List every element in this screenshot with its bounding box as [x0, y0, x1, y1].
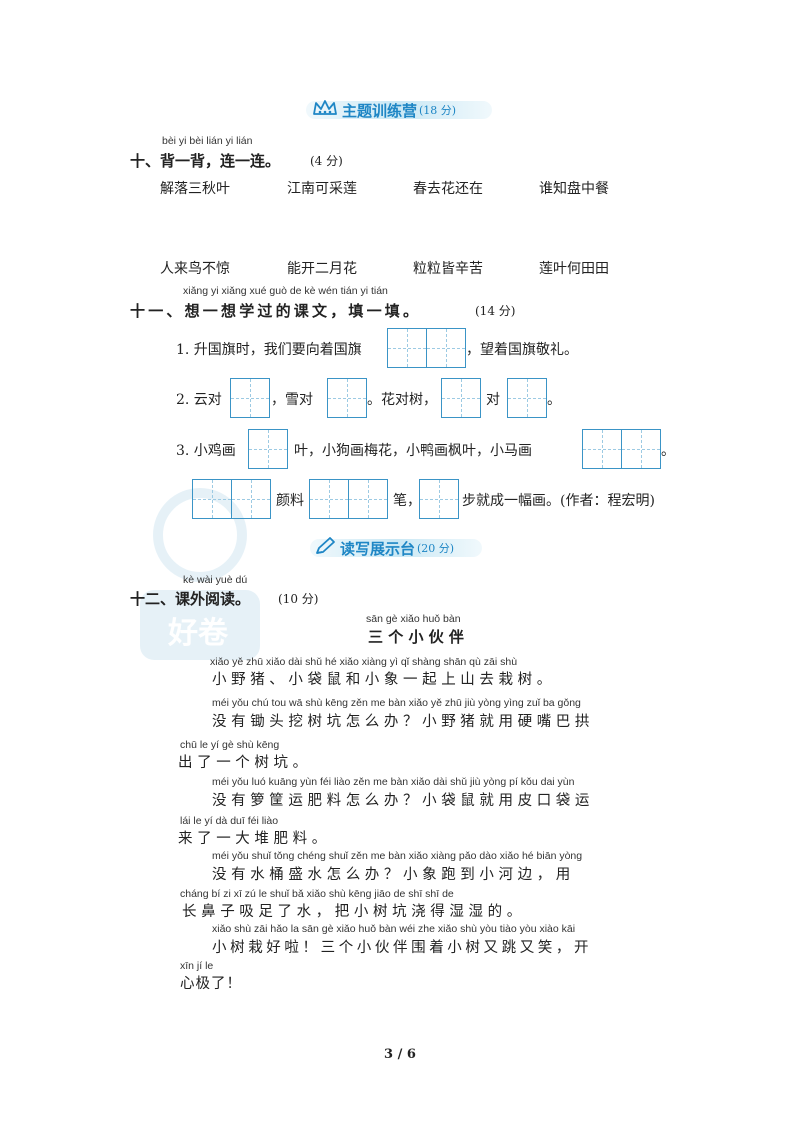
crown-icon	[312, 98, 338, 122]
fill-prompt-text: 步就成一幅画。(作者：程宏明)	[462, 493, 655, 509]
answer-grid-1[interactable]	[327, 378, 367, 418]
story-title: 三 个 小 伙 伴	[368, 628, 464, 646]
fill-prompt-text: 2. 云对	[176, 392, 222, 408]
answer-grid-2[interactable]	[309, 479, 388, 519]
question-pinyin: bèi yi bèi lián yi lián	[162, 135, 253, 147]
question-pinyin: xiǎng yi xiǎng xué guò de kè wén tián yi…	[183, 285, 388, 297]
story-text-line: 小野猪、小袋鼠和小象一起上山去栽树。	[212, 672, 556, 688]
answer-grid-1[interactable]	[441, 378, 481, 418]
answer-grid-1[interactable]	[230, 378, 270, 418]
story-pinyin-line: méi yǒu shuǐ tǒng chéng shuǐ zěn me bàn …	[212, 850, 583, 862]
poem-line-item[interactable]: 春去花还在	[413, 181, 483, 197]
answer-grid-1[interactable]	[248, 429, 288, 469]
question-title: 十二、课外阅读。	[130, 590, 251, 608]
story-pinyin-line: xiǎo yě zhū xiǎo dài shǔ hé xiǎo xiàng y…	[210, 656, 518, 668]
answer-grid-2[interactable]	[192, 479, 271, 519]
poem-line-item[interactable]: 谁知盘中餐	[539, 181, 609, 197]
watermark-text: 好卷	[168, 616, 228, 651]
story-text-line: 没有箩筐运肥料怎么办？小袋鼠就用皮口袋运	[212, 793, 594, 809]
fill-prompt-text: 对	[486, 392, 500, 408]
fill-prompt-text: 笔，	[393, 493, 421, 509]
page-number: 3 / 6	[384, 1047, 416, 1062]
fill-prompt-text: ，望着国旗敬礼。	[466, 342, 578, 358]
story-text-line: 出了一个树坑。	[178, 755, 312, 771]
story-pinyin-line: xīn jí le	[180, 960, 214, 972]
story-text-line: 来了一大堆肥料。	[178, 831, 331, 847]
poem-line-item[interactable]: 江南可采莲	[287, 181, 357, 197]
story-text-line: 长鼻子吸足了水，把小树坑浇得湿湿的。	[182, 904, 526, 920]
question-score: (10 分)	[278, 592, 319, 606]
story-pinyin-line: chū le yí gè shù kēng	[180, 739, 280, 751]
question-score: (4 分)	[310, 154, 343, 168]
story-text-line: 没有锄头挖树坑怎么办？小野猪就用硬嘴巴拱	[212, 714, 594, 730]
fill-prompt-text: 。	[547, 392, 561, 408]
banner-score: (18 分)	[419, 104, 457, 117]
pencil-icon	[314, 536, 336, 560]
banner-title: 读写展示台	[340, 539, 416, 558]
answer-grid-1[interactable]	[419, 479, 459, 519]
story-title-pinyin: sān gè xiǎo huǒ bàn	[366, 613, 461, 625]
section-banner-theme: 主题训练营 (18 分)	[306, 97, 492, 123]
fill-prompt-text: 。花对树，	[367, 392, 437, 408]
answer-grid-1[interactable]	[507, 378, 547, 418]
fill-prompt-text: 1. 升国旗时，我们要向着国旗	[176, 342, 362, 358]
story-pinyin-line: cháng bí zi xī zú le shuǐ bǎ xiǎo shù kē…	[180, 888, 454, 900]
fill-prompt-text: 颜料	[276, 493, 304, 509]
poem-line-item[interactable]: 能开二月花	[287, 261, 357, 277]
answer-grid-2[interactable]	[582, 429, 661, 469]
question-pinyin: kè wài yuè dú	[183, 574, 248, 586]
story-text-line: 心极了！	[180, 976, 242, 992]
banner-score: (20 分)	[417, 542, 455, 555]
poem-line-item[interactable]: 解落三秋叶	[160, 181, 230, 197]
poem-line-item[interactable]: 人来鸟不惊	[160, 261, 230, 277]
poem-line-item[interactable]: 莲叶何田田	[539, 261, 609, 277]
banner-title: 主题训练营	[342, 101, 418, 120]
question-title: 十、背一背，连一连。	[130, 152, 281, 170]
watermark-logo: 好卷	[140, 480, 260, 670]
section-banner-reading: 读写展示台 (20 分)	[310, 535, 482, 561]
story-text-line: 小树栽好啦！三个小伙伴围着小树又跳又笑，开	[212, 940, 593, 956]
fill-prompt-text: 3. 小鸡画	[176, 443, 236, 459]
question-title: 十一、想一想学过的课文，填一填。	[130, 302, 422, 320]
story-pinyin-line: lái le yí dà duī féi liào	[180, 815, 279, 827]
fill-prompt-text: 叶，小狗画梅花，小鸭画枫叶，小马画	[294, 443, 532, 459]
answer-grid-4[interactable]	[387, 328, 466, 368]
poem-line-item[interactable]: 粒粒皆辛苦	[413, 261, 483, 277]
story-pinyin-line: méi yǒu chú tou wā shù kēng zěn me bàn x…	[212, 697, 581, 709]
fill-prompt-text: ，雪对	[271, 392, 313, 408]
question-score: (14 分)	[475, 304, 516, 318]
story-text-line: 没有水桶盛水怎么办？小象跑到小河边，用	[212, 867, 575, 883]
fill-prompt-text: 。	[661, 443, 675, 459]
story-pinyin-line: xiǎo shù zāi hǎo la sān gè xiǎo huǒ bàn …	[212, 923, 576, 935]
story-pinyin-line: méi yǒu luó kuāng yùn féi liào zěn me bà…	[212, 776, 575, 788]
